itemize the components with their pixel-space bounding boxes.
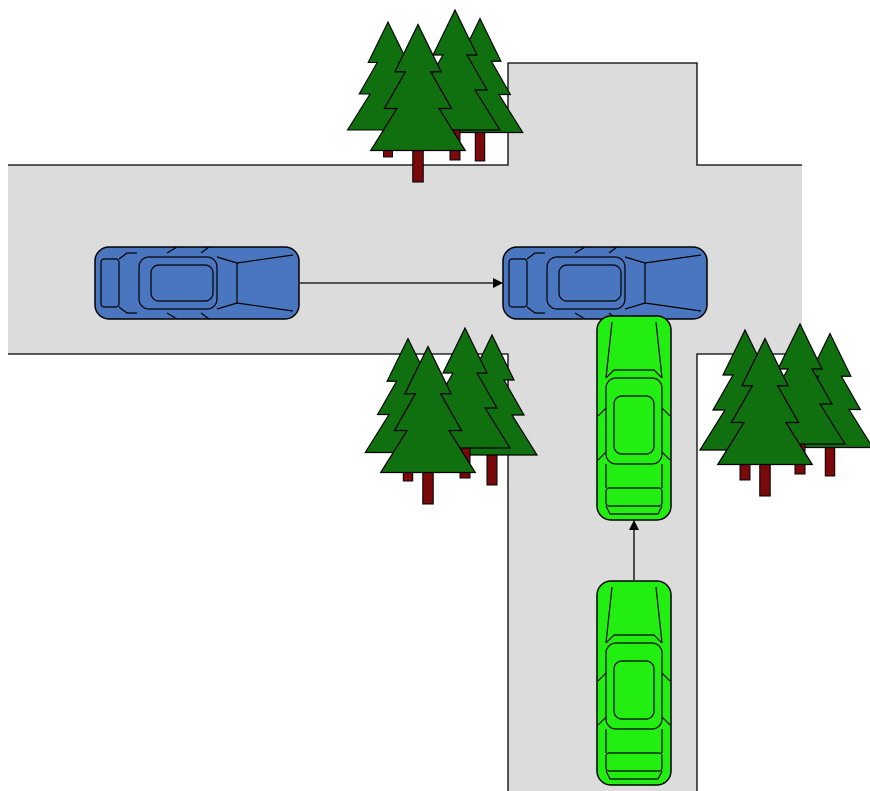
road-edge-top xyxy=(8,62,802,166)
tree-cluster-top xyxy=(346,9,524,183)
blue-car-intersection xyxy=(502,246,708,320)
green-car-intersection xyxy=(596,315,672,521)
blue-car-start xyxy=(94,246,300,320)
green-car-start xyxy=(596,580,672,786)
road-edge-bottom-left xyxy=(8,353,509,791)
